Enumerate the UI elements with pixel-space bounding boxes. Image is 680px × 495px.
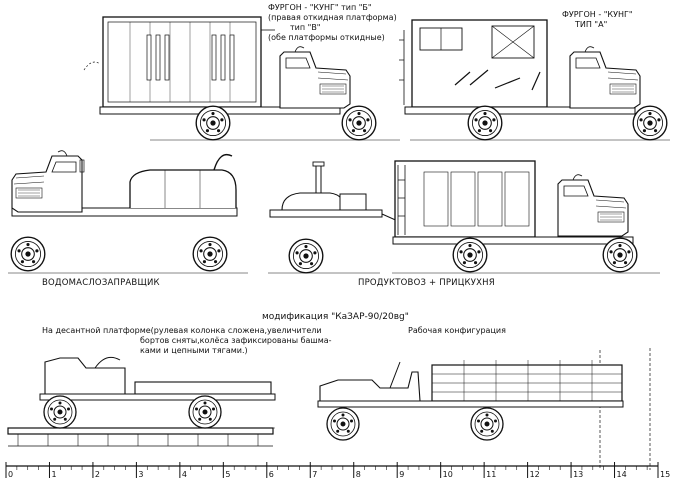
kung-b-truck <box>83 16 400 141</box>
wheel <box>602 237 638 273</box>
chassis <box>39 393 276 401</box>
tool-rack <box>146 34 152 81</box>
chimney-cap <box>312 161 325 167</box>
hinge-arc <box>83 61 101 71</box>
scale-bar <box>5 462 659 478</box>
kung-hatch <box>491 25 535 59</box>
wheel <box>188 395 222 429</box>
kung-v-type: тип "В" <box>290 23 321 32</box>
chassis <box>392 236 634 245</box>
truck-cab <box>44 357 126 395</box>
tool-rack <box>164 34 170 81</box>
kitchen-box <box>339 193 367 211</box>
wheel <box>43 395 77 429</box>
kung-v-note: (обе платформы откидные) <box>268 33 385 42</box>
scale-tick-label: 13 <box>573 470 584 479</box>
van-panel <box>504 171 530 227</box>
kung-a-type: ТИП "А" <box>575 20 608 29</box>
truck-cab <box>569 46 641 109</box>
wheel <box>452 237 488 273</box>
modification-label: модификация "КаЗАР-90/20вg" <box>262 312 409 322</box>
tool-rack <box>220 34 226 81</box>
truck-cab <box>11 150 83 213</box>
wheel <box>470 407 504 441</box>
scale-tick-label: 4 <box>181 470 187 479</box>
scale-tick-label: 7 <box>312 470 318 479</box>
wheel <box>326 407 360 441</box>
exhaust <box>79 159 85 173</box>
airborne-line-2: бортов сняты,колёса зафиксированы башма- <box>140 336 332 345</box>
scale-tick-label: 14 <box>616 470 627 479</box>
wheel <box>467 105 503 141</box>
provision-van-truck <box>392 160 660 274</box>
working-config-truck <box>317 348 651 470</box>
chimney <box>315 164 322 194</box>
truck-cab <box>279 46 351 109</box>
tool-rack <box>211 34 217 81</box>
wheel <box>10 236 46 272</box>
field-kitchen-trailer <box>268 161 401 274</box>
scale-tick-label: 6 <box>268 470 274 479</box>
kitchen-label: ПРОДУКТОВОЗ + ПРИЦКУХНЯ <box>358 278 495 288</box>
wheel <box>632 105 668 141</box>
kung-b-title: ФУРГОН - "КУНГ" тип "Б" <box>268 3 372 12</box>
scale-tick-label: 11 <box>486 470 497 479</box>
wheel <box>288 238 324 274</box>
ladder <box>397 165 406 235</box>
airdrop-platform <box>7 427 274 435</box>
scale-tick-label: 5 <box>225 470 231 479</box>
kung-a-title: ФУРГОН - "КУНГ" <box>562 10 633 19</box>
tool-rack <box>155 34 161 81</box>
truck-cab <box>557 174 629 237</box>
truck-cab <box>319 371 421 402</box>
wheel <box>192 236 228 272</box>
kitchen-boiler <box>281 192 346 211</box>
scale-tick-label: 10 <box>442 470 453 479</box>
tank <box>129 169 237 208</box>
kung-a-truck <box>399 19 670 141</box>
chassis <box>317 400 624 408</box>
tanker-truck <box>8 150 248 274</box>
scale-tick-label: 9 <box>399 470 405 479</box>
wheel <box>195 105 231 141</box>
kung-body <box>102 16 262 108</box>
tools <box>454 69 541 91</box>
tanker-label: ВОДОМАСЛОЗАПРАВЩИК <box>42 278 160 288</box>
tool-rack <box>229 34 235 81</box>
ladder <box>399 30 405 105</box>
scale-tick-label: 2 <box>94 470 101 479</box>
working-config-label: Рабочая конфигурация <box>408 326 506 335</box>
van-panel <box>450 171 476 227</box>
cargo-bed <box>134 381 272 395</box>
chassis <box>11 207 238 217</box>
airborne-line-3: ками и цепными тягами.) <box>140 346 248 355</box>
scale-tick-label: 1 <box>51 470 57 479</box>
kung-body <box>411 19 548 108</box>
van-panel <box>423 171 449 227</box>
scale-tick-label: 12 <box>529 470 540 479</box>
filler-pipe <box>213 153 233 171</box>
kung-panel <box>107 21 257 103</box>
scale-tick-label: 15 <box>660 470 671 479</box>
van-body <box>394 160 536 238</box>
steering-column <box>389 361 401 389</box>
chassis <box>404 106 636 115</box>
trailer-frame <box>269 209 383 218</box>
kung-b-note: (правая откидная платформа) <box>268 13 397 22</box>
van-panel <box>477 171 503 227</box>
scale-tick-label: 8 <box>355 470 361 479</box>
airborne-config-truck <box>7 350 601 470</box>
airborne-line-1: На десантной платформе(рулевая колонка с… <box>42 326 322 335</box>
scale-tick-label: 0 <box>8 470 14 479</box>
steering-column <box>94 356 121 369</box>
scale-tick-label: 3 <box>138 470 144 479</box>
wheel <box>341 105 377 141</box>
